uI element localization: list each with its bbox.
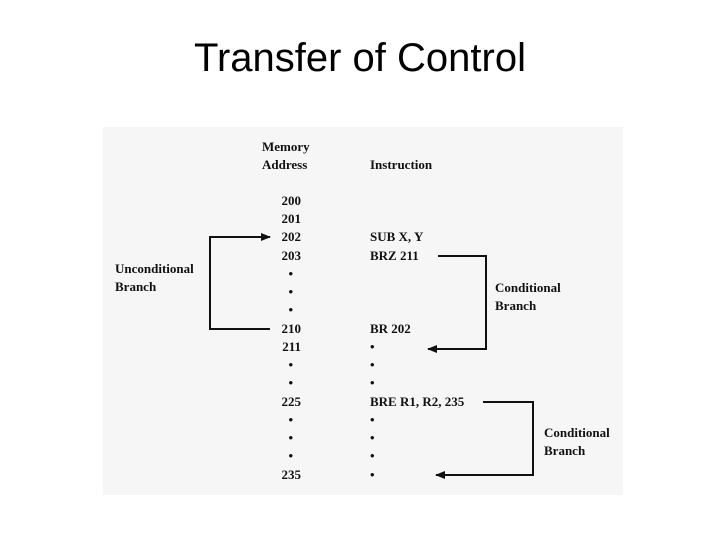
row-address: • (288, 430, 293, 445)
row-address: 200 (282, 193, 302, 208)
row-instruction: • (370, 412, 375, 427)
row-address: 211 (282, 339, 301, 354)
unconditional-branch-arrow (209, 233, 271, 330)
row-address: • (288, 302, 293, 317)
row-instruction: • (370, 357, 375, 372)
conditional-branch-arrow-2 (435, 401, 534, 479)
row-instruction: • (370, 339, 375, 354)
row-address: 210 (282, 321, 302, 336)
instruction-header: Instruction (370, 157, 433, 172)
diagram-background (103, 127, 623, 495)
row-address: • (288, 448, 293, 463)
unconditional-branch-label-line1: Unconditional (115, 261, 194, 276)
row-address: • (288, 266, 293, 281)
row-address: • (288, 375, 293, 390)
row-address: • (288, 412, 293, 427)
conditional-branch-1-label-line2: Branch (495, 298, 537, 313)
memory-rows: 200 201 202 SUB X, Y 203 BRZ 211 • • • 2… (282, 193, 465, 482)
row-instruction: • (370, 430, 375, 445)
row-instruction: • (370, 467, 375, 482)
slide-title: Transfer of Control (194, 36, 526, 80)
row-instruction: BRE R1, R2, 235 (370, 394, 465, 409)
row-instruction: SUB X, Y (370, 229, 424, 244)
row-address: • (288, 284, 293, 299)
row-instruction: BR 202 (370, 321, 411, 336)
row-instruction: BRZ 211 (370, 248, 419, 263)
row-address: 201 (282, 211, 302, 226)
row-address: 202 (282, 229, 302, 244)
conditional-branch-arrow-1 (427, 255, 487, 353)
row-address: • (288, 357, 293, 372)
conditional-branch-2-label-line2: Branch (544, 443, 586, 458)
row-address: 235 (282, 467, 302, 482)
memory-address-header-line2: Address (262, 157, 307, 172)
conditional-branch-1-label-line1: Conditional (495, 280, 561, 295)
conditional-branch-2-label-line1: Conditional (544, 425, 610, 440)
row-instruction: • (370, 375, 375, 390)
unconditional-branch-label-line2: Branch (115, 279, 157, 294)
row-address: 225 (282, 394, 302, 409)
row-address: 203 (282, 248, 302, 263)
memory-address-header-line1: Memory (262, 139, 310, 154)
row-instruction: • (370, 448, 375, 463)
